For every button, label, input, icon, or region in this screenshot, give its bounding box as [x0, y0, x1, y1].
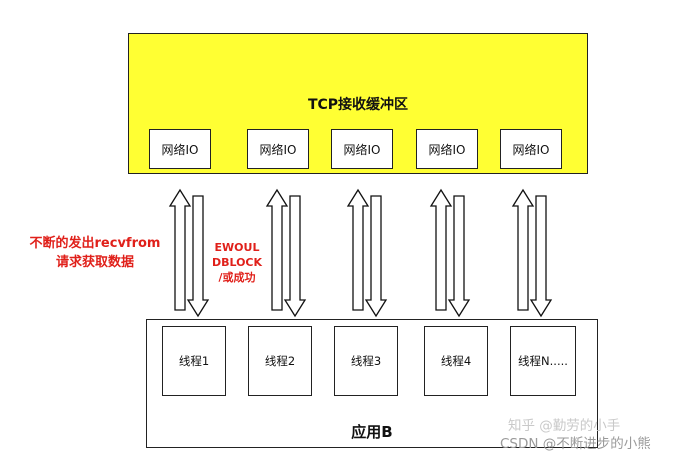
- network-io-box-1: 网络IO: [149, 129, 211, 169]
- thread-box-2: 线程2: [248, 326, 312, 396]
- network-io-box-3: 网络IO: [331, 129, 393, 169]
- zhihu-watermark: 知乎 @勤劳的小手: [508, 418, 621, 434]
- recvfrom-request-note: 不断的发出recvfrom 请求获取数据: [10, 234, 180, 272]
- response-down-arrow-2: [283, 195, 307, 318]
- csdn-watermark: CSDN @不断进步的小熊: [500, 436, 651, 452]
- response-down-arrow-4: [447, 195, 471, 318]
- response-down-arrow-3: [364, 195, 388, 318]
- network-io-box-5: 网络IO: [500, 129, 562, 169]
- thread-box-3: 线程3: [334, 326, 398, 396]
- thread-box-n: 线程N.....: [510, 326, 576, 396]
- response-down-arrow-5: [529, 195, 553, 318]
- thread-box-4: 线程4: [424, 326, 488, 396]
- request-note-line-2: 请求获取数据: [55, 255, 134, 270]
- network-io-box-2: 网络IO: [247, 129, 309, 169]
- request-up-arrow-4: [429, 188, 453, 311]
- response-note-line-1: EWOUL: [214, 241, 260, 254]
- tcp-buffer-title: TCP接收缓冲区: [307, 97, 409, 113]
- request-up-arrow-2: [265, 188, 289, 311]
- response-down-arrow-1: [186, 195, 210, 318]
- application-title: 应用B: [351, 423, 393, 441]
- request-up-arrow-1: [168, 188, 192, 311]
- response-note-line-3: /或成功: [218, 271, 256, 284]
- request-note-line-1: 不断的发出recvfrom: [29, 236, 161, 251]
- arrow-group: [168, 188, 553, 318]
- request-up-arrow-5: [511, 188, 535, 311]
- response-note-line-2: DBLOCK: [211, 256, 263, 269]
- network-io-box-4: 网络IO: [416, 129, 478, 169]
- thread-box-1: 线程1: [162, 326, 226, 396]
- request-up-arrow-3: [346, 188, 370, 311]
- ewouldblock-response-note: EWOUL DBLOCK /或成功: [202, 240, 272, 285]
